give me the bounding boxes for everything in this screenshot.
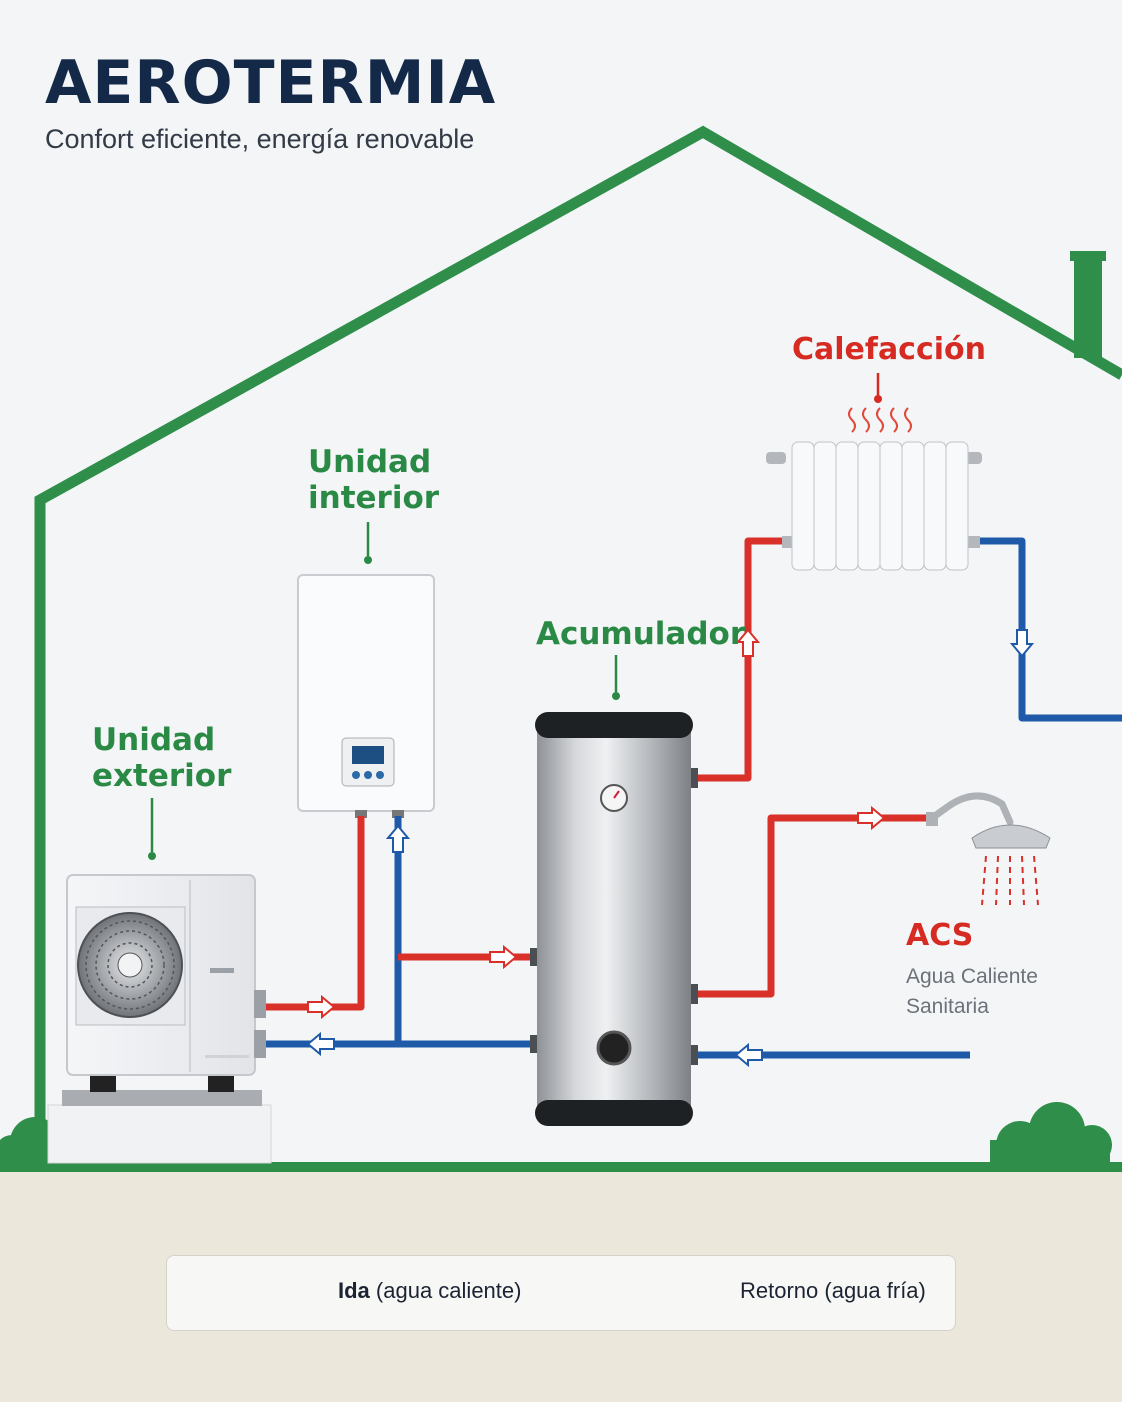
- shower-icon: [926, 792, 1051, 906]
- supply-pipes: [266, 537, 928, 1011]
- outdoor-unit-plinth: [47, 1104, 272, 1164]
- outdoor-unit-base: [62, 1090, 262, 1106]
- heat-waves-icon: [848, 407, 912, 433]
- outdoor-unit-label-line2: exterior: [92, 758, 232, 794]
- indoor-unit: [297, 574, 435, 818]
- arrow-icon: [306, 629, 1035, 1068]
- legend-return-label: Retorno (agua fría): [740, 1278, 926, 1303]
- heating-label: Calefacción: [792, 332, 987, 367]
- fan-icon: [77, 912, 183, 1018]
- legend-supply-label: Ida (agua caliente): [338, 1278, 521, 1304]
- arrow-icon: [307, 628, 886, 1020]
- storage-tank: [530, 712, 698, 1126]
- outdoor-unit-foot: [208, 1072, 234, 1092]
- indoor-unit-label: Unidad interior: [308, 444, 440, 516]
- indoor-unit-label-line2: interior: [308, 480, 440, 516]
- outdoor-unit-label: Unidad exterior: [92, 722, 232, 794]
- page-title: AEROTERMIA: [45, 48, 497, 118]
- indoor-unit-label-line1: Unidad: [308, 444, 432, 480]
- legend-supply-text: (agua caliente): [375, 1278, 522, 1303]
- acs-description: Agua Caliente Sanitaria: [906, 962, 1038, 1022]
- outdoor-unit: [66, 874, 266, 1076]
- callout-leaders: [148, 373, 882, 860]
- page-subtitle: Confort eficiente, energía renovable: [45, 124, 475, 154]
- outdoor-unit-label-line1: Unidad: [92, 722, 216, 758]
- acs-label: ACS: [906, 918, 974, 953]
- acs-description-line2: Sanitaria: [906, 995, 989, 1018]
- radiator-icon: [766, 441, 982, 571]
- chimney-cap: [1070, 251, 1106, 261]
- chimney: [1074, 258, 1102, 358]
- ground-line: [0, 1162, 1122, 1172]
- legend-supply-bold: Ida: [338, 1278, 370, 1303]
- tank-label: Acumulador: [536, 616, 746, 652]
- thermometer-gauge-icon: [600, 784, 628, 812]
- bush-icon: [990, 1102, 1112, 1169]
- house-outline: [34, 125, 1122, 1165]
- legend: [166, 1255, 956, 1331]
- outdoor-unit-foot: [90, 1072, 116, 1092]
- acs-description-line1: Agua Caliente: [906, 965, 1038, 988]
